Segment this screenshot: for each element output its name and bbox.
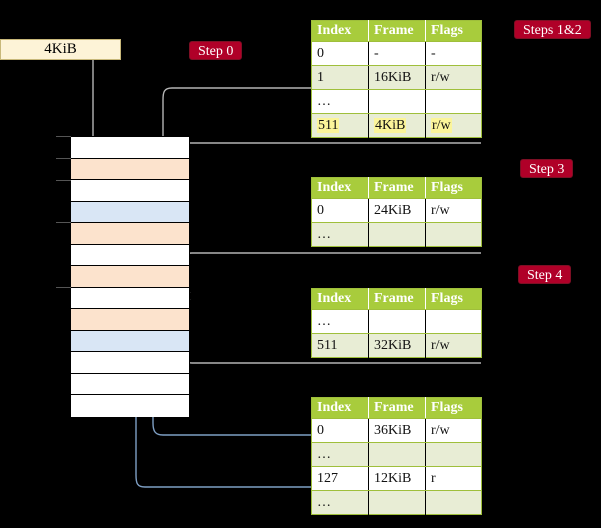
table-cell: … bbox=[311, 222, 369, 247]
column-header-frame: Frame bbox=[368, 288, 426, 310]
memory-frame-row bbox=[71, 330, 189, 352]
table-cell: 127 bbox=[311, 466, 369, 491]
table-cell bbox=[425, 222, 482, 247]
table-cell bbox=[368, 309, 426, 334]
step-badge-steps-1-2: Steps 1&2 bbox=[514, 20, 591, 39]
column-header-flags: Flags bbox=[425, 288, 482, 310]
memory-frame-row bbox=[71, 395, 189, 417]
table-cell: … bbox=[311, 490, 369, 515]
column-header-frame: Frame bbox=[368, 177, 426, 199]
step-badge-step-4: Step 4 bbox=[518, 265, 572, 284]
table-cell: 12KiB bbox=[368, 466, 426, 491]
size-label-4kib: 4KiB bbox=[0, 39, 121, 60]
table-cell bbox=[368, 222, 426, 247]
table-cell: - bbox=[425, 41, 482, 66]
table-cell bbox=[368, 442, 426, 467]
step-badge-step-3: Step 3 bbox=[520, 159, 574, 178]
memory-frame-row bbox=[71, 223, 189, 245]
table-cell: 24KiB bbox=[368, 198, 426, 223]
table-cell: r/w bbox=[425, 198, 482, 223]
table-cell: r/w bbox=[425, 333, 482, 358]
table-cell: 1 bbox=[311, 65, 369, 90]
table-row: … bbox=[311, 309, 482, 334]
table-cell: 16KiB bbox=[368, 65, 426, 90]
column-header-flags: Flags bbox=[425, 20, 482, 42]
memory-tick bbox=[56, 180, 71, 181]
table-row: … bbox=[311, 442, 482, 467]
memory-tick bbox=[56, 222, 71, 223]
table-cell bbox=[368, 490, 426, 515]
memory-tick bbox=[56, 287, 71, 288]
table-cell: r/w bbox=[425, 418, 482, 443]
column-header-index: Index bbox=[311, 20, 369, 42]
memory-frame-row bbox=[71, 137, 189, 159]
column-header-flags: Flags bbox=[425, 177, 482, 199]
column-header-frame: Frame bbox=[368, 20, 426, 42]
table-cell: 511 bbox=[311, 333, 369, 358]
table-cell: 36KiB bbox=[368, 418, 426, 443]
table-row: 0-- bbox=[311, 41, 482, 66]
table-cell: r/w bbox=[425, 65, 482, 90]
column-header-flags: Flags bbox=[425, 397, 482, 419]
memory-frame-row bbox=[71, 201, 189, 223]
table-cell bbox=[425, 442, 482, 467]
column-header-index: Index bbox=[311, 288, 369, 310]
memory-frame-row bbox=[71, 180, 189, 202]
memory-frame-row bbox=[71, 287, 189, 309]
physical-memory-column bbox=[70, 136, 190, 417]
memory-frame-row bbox=[71, 244, 189, 266]
memory-frame-row bbox=[71, 309, 189, 331]
table-cell bbox=[425, 89, 482, 114]
highlighted-value: 511 bbox=[317, 117, 340, 133]
table-cell: r bbox=[425, 466, 482, 491]
step-badge-step-0: Step 0 bbox=[189, 41, 243, 60]
table-cell bbox=[425, 490, 482, 515]
memory-frame-row bbox=[71, 373, 189, 395]
table-row: … bbox=[311, 89, 482, 114]
memory-frame-row bbox=[71, 266, 189, 288]
table-cell: 0 bbox=[311, 418, 369, 443]
table-cell: 0 bbox=[311, 41, 369, 66]
table-cell bbox=[425, 309, 482, 334]
column-header-frame: Frame bbox=[368, 397, 426, 419]
column-header-index: Index bbox=[311, 177, 369, 199]
table-cell: 0 bbox=[311, 198, 369, 223]
table-cell bbox=[368, 89, 426, 114]
table-cell: 511 bbox=[311, 113, 369, 138]
memory-tick bbox=[56, 158, 71, 159]
wire-mem-row0-to-t1 bbox=[170, 142, 481, 156]
table-cell: … bbox=[311, 89, 369, 114]
table-cell: - bbox=[368, 41, 426, 66]
table-cell: 4KiB bbox=[368, 113, 426, 138]
table-cell: 32KiB bbox=[368, 333, 426, 358]
table-row: … bbox=[311, 490, 482, 515]
memory-tick bbox=[56, 136, 71, 137]
highlighted-value: 4KiB bbox=[374, 117, 407, 133]
table-cell: r/w bbox=[425, 113, 482, 138]
memory-frame-row bbox=[71, 352, 189, 374]
table-cell: … bbox=[311, 442, 369, 467]
highlighted-value: r/w bbox=[431, 117, 452, 133]
column-header-index: Index bbox=[311, 397, 369, 419]
table-row: … bbox=[311, 222, 482, 247]
memory-frame-row bbox=[71, 158, 189, 180]
table-row: 511 4KiB r/w bbox=[311, 113, 482, 138]
table-cell: … bbox=[311, 309, 369, 334]
